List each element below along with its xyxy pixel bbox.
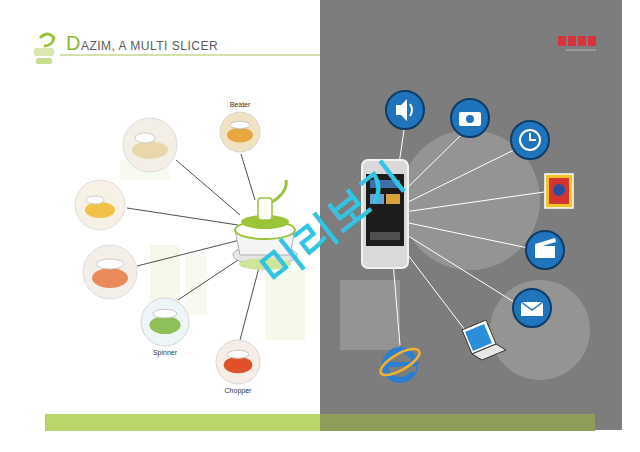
bottom-bar [45, 414, 595, 431]
attachment-node: Chopper [214, 338, 262, 396]
attachment-node: Beater [218, 100, 262, 154]
attachment-photo [83, 245, 137, 299]
photo-frame [220, 112, 260, 152]
photo-bowl [227, 350, 249, 358]
slide-title: DAZIM, A MULTI SLICER [66, 32, 218, 55]
attachment-photo [139, 296, 191, 348]
attachment-photo [75, 180, 125, 230]
title-rule [60, 55, 320, 56]
attachment-label: Beater [228, 100, 253, 110]
photo-content [149, 316, 180, 334]
bottom-bar-dark [320, 414, 595, 431]
browser-icon [377, 344, 423, 380]
photo-frame [141, 298, 189, 346]
laptop-icon [462, 320, 506, 360]
photo-content [227, 127, 253, 142]
speaker-icon [386, 91, 424, 129]
film-icon [526, 231, 564, 269]
mail-icon [513, 289, 551, 327]
photo-bowl [230, 121, 250, 128]
logo [558, 36, 596, 51]
clock-icon [511, 121, 549, 159]
photo-bowl [153, 309, 177, 318]
attachment-photo [214, 338, 262, 386]
attachment-photo [123, 118, 177, 172]
photo-frame [216, 340, 260, 384]
title-icon [34, 34, 54, 64]
photo-content [224, 357, 253, 374]
attachment-photo [218, 110, 262, 154]
attachment-label: Spinner [151, 348, 179, 358]
camera-icon [451, 99, 489, 137]
stamp-icon [545, 174, 573, 208]
attachment-label: Chopper [223, 386, 254, 396]
phone-lines [392, 130, 544, 345]
attachment-node: Spinner [139, 296, 191, 358]
